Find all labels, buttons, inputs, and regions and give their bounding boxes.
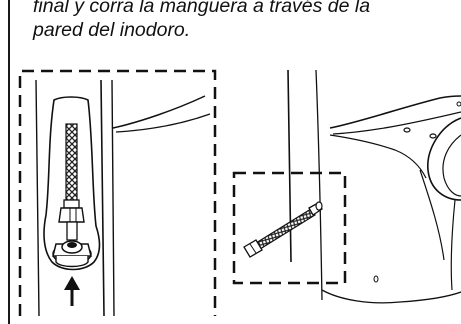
page-margin-rule [8,0,10,324]
hose-callout-box [232,171,347,285]
up-arrow-icon [64,276,80,306]
instruction-line-1: final y corra la manguera a través de la [33,0,371,17]
wall-behind-toilet [35,79,211,317]
braided-supply-hose-vertical [58,123,85,241]
instruction-line-2: pared del inodoro. [33,19,191,41]
detail-callout-box [18,69,217,316]
toilet-outline [287,69,461,304]
braided-supply-hose-diagonal [243,201,323,258]
fill-valve-shank-nut [52,240,92,268]
instruction-text: final y corra la manguera a través de la… [33,0,453,42]
